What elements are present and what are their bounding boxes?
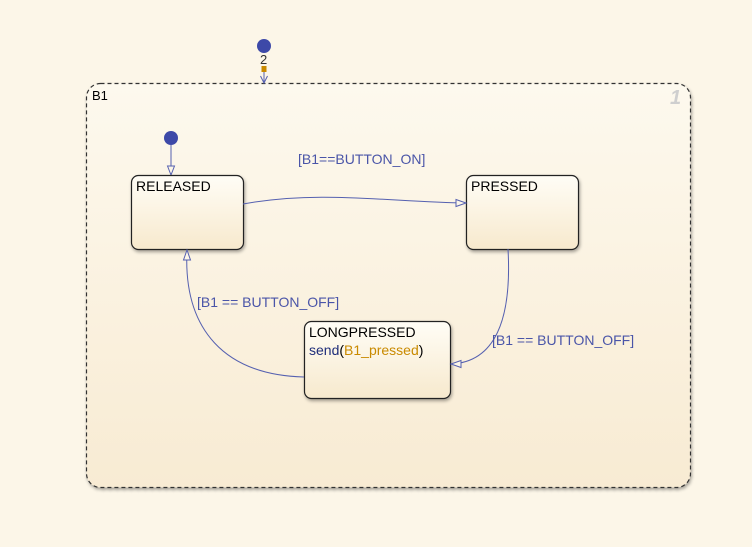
transition-longpressed-to-released[interactable] (186, 249, 305, 378)
superstate-b1[interactable] (85, 82, 692, 489)
transition-released-to-pressed-arrowhead (455, 198, 468, 208)
action-function-name: send (309, 342, 340, 358)
state-longpressed[interactable] (303, 320, 452, 400)
transition-pressed-to-longpressed[interactable] (450, 248, 510, 365)
default-transition-released-arrowhead (166, 165, 176, 177)
superstate-b1-label: B1 (92, 88, 108, 103)
state-released-label: RELEASED (136, 178, 211, 194)
state-pressed-label: PRESSED (471, 178, 538, 194)
state-longpressed-action: send(B1_pressed) (309, 342, 423, 358)
state-released[interactable] (130, 174, 245, 251)
default-transition-b1-execution-order: 2 (260, 52, 268, 67)
transition-longpressed-to-released-label[interactable]: [B1 == BUTTON_OFF] (197, 294, 340, 310)
default-transition-b1-arrowhead (260, 75, 268, 85)
action-close-paren: ) (418, 342, 424, 358)
transition-longpressed-to-released-arrowhead (182, 248, 192, 261)
transition-pressed-to-longpressed-label[interactable]: [B1 == BUTTON_OFF] (492, 332, 635, 348)
action-open-paren: ( (339, 342, 345, 358)
state-longpressed-label: LONGPRESSED (309, 324, 416, 340)
superstate-b1-execution-order: 1 (670, 87, 682, 109)
default-junction-released[interactable] (164, 131, 178, 145)
action-argument: B1_pressed (344, 342, 419, 358)
state-pressed[interactable] (465, 174, 580, 251)
default-junction-b1[interactable] (257, 39, 271, 53)
transition-released-to-pressed-label[interactable]: [B1==BUTTON_ON] (298, 151, 426, 167)
transition-released-to-pressed[interactable] (242, 196, 467, 205)
default-transition-b1-marker (261, 66, 267, 72)
transition-pressed-to-longpressed-arrowhead (449, 359, 462, 369)
